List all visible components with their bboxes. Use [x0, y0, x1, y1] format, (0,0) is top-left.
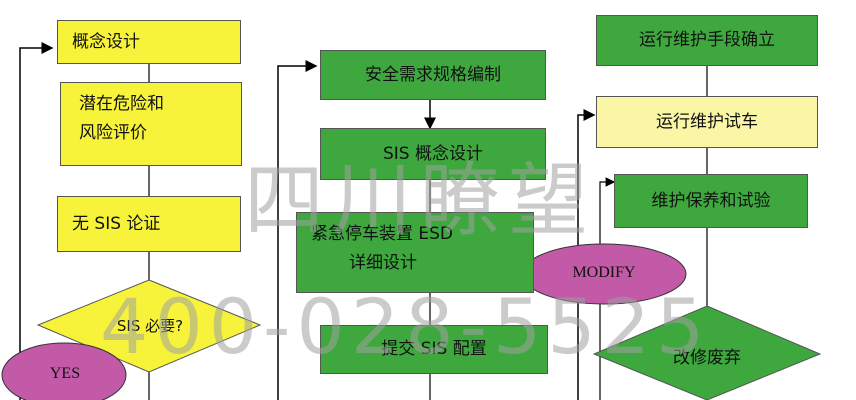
- yes-ellipse-shape: [1, 342, 127, 400]
- maint-trial-label: 运行维护试车: [656, 111, 758, 132]
- loop-arrow-col2: [277, 60, 318, 400]
- decision-diamond-shape: [36, 279, 262, 373]
- modify-label: MODIFY: [572, 264, 636, 281]
- maint-trial-box: 运行维护试车: [596, 96, 818, 148]
- sis-concept-box: SIS 概念设计: [320, 128, 546, 180]
- hazard-risk-label-2: 风险评价: [79, 122, 147, 143]
- maint-test-label: 维护保养和试验: [651, 190, 771, 211]
- esd-design-label-1: 紧急停车装置 ESD: [311, 224, 454, 244]
- no-sis-box: 无 SIS 论证: [57, 196, 241, 252]
- loop-arrow-col1: [19, 42, 54, 400]
- maint-method-label: 运行维护手段确立: [639, 30, 775, 51]
- no-sis-label: 无 SIS 论证: [72, 213, 161, 234]
- loop-arrow-col3: [577, 109, 596, 400]
- submit-sis-label: 提交 SIS 配置: [381, 339, 487, 360]
- decision-label: SIS 必要?: [116, 316, 184, 335]
- decommission-diamond-shape: [592, 305, 822, 400]
- esd-design-box: 紧急停车装置 ESD 详细设计: [296, 212, 534, 293]
- decision-label-wrap: SIS 必要?: [80, 310, 220, 340]
- safety-spec-label: 安全需求规格编制: [365, 64, 501, 85]
- hazard-risk-box: 潜在危险和 风险评价: [60, 82, 242, 166]
- safety-spec-box: 安全需求规格编制: [320, 50, 546, 100]
- decommission-label-wrap: 改修废弃: [640, 340, 774, 370]
- maint-test-box: 维护保养和试验: [614, 174, 808, 228]
- maint-method-box: 运行维护手段确立: [596, 15, 818, 66]
- loop-arrow-col3-inner: [599, 177, 616, 400]
- concept-design-box: 概念设计: [57, 20, 241, 64]
- yes-label: YES: [49, 365, 81, 382]
- submit-sis-box: 提交 SIS 配置: [320, 325, 548, 374]
- concept-design-label: 概念设计: [72, 31, 140, 52]
- esd-design-label-2: 详细设计: [349, 252, 417, 273]
- hazard-risk-label-1: 潜在危险和: [79, 94, 164, 114]
- sis-concept-label: SIS 概念设计: [383, 143, 483, 164]
- decommission-label: 改修废弃: [673, 347, 741, 368]
